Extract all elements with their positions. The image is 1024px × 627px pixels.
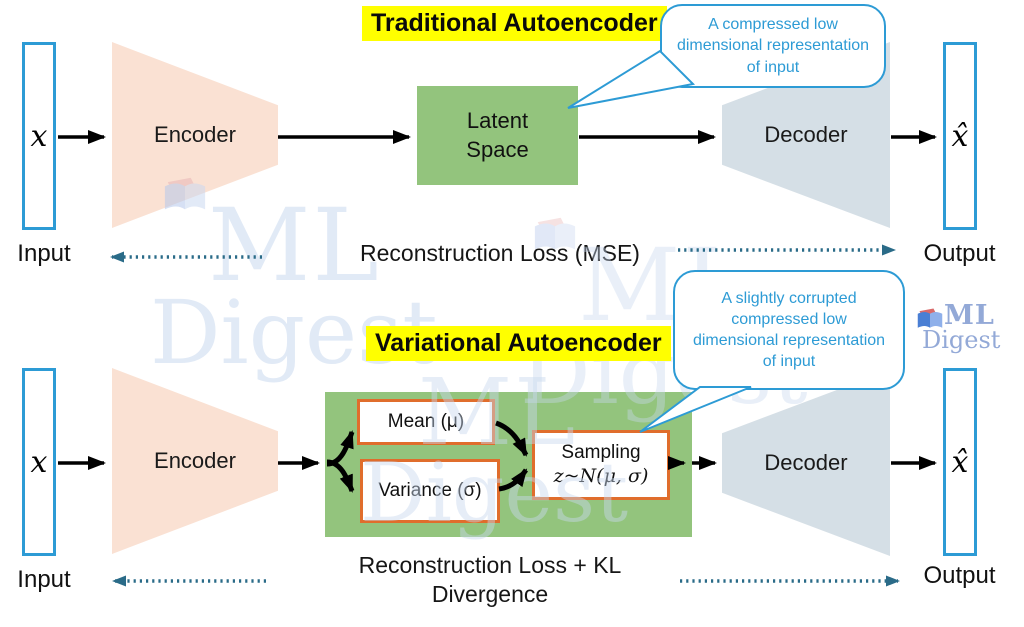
output-symbol: x̂ bbox=[951, 444, 969, 480]
input-symbol: x bbox=[30, 444, 48, 480]
decoder-shape: Decoder bbox=[722, 370, 890, 556]
mean-box: Mean (μ) bbox=[357, 399, 495, 445]
output-symbol: x̂ bbox=[951, 118, 969, 154]
section-title-traditional: Traditional Autoencoder bbox=[362, 6, 667, 41]
decoder-label: Decoder bbox=[764, 122, 848, 147]
reconstruction-loss-label: Reconstruction Loss (MSE) bbox=[360, 240, 640, 266]
encoder-label: Encoder bbox=[154, 448, 236, 473]
book-icon bbox=[917, 308, 943, 328]
output-label: Output bbox=[923, 562, 996, 589]
sampling-formula: z~N(μ, σ) bbox=[553, 465, 649, 487]
ml-digest-logo: ML Digest bbox=[916, 300, 1000, 354]
input-vector-box: x bbox=[22, 368, 56, 556]
callout-sampling: A slightly corrupted compressed low dime… bbox=[673, 270, 905, 390]
callout-latent-space: A compressed low dimensional representat… bbox=[660, 4, 886, 88]
callout-text: A compressed low dimensional representat… bbox=[676, 16, 870, 76]
input-label: Input bbox=[17, 240, 71, 267]
latent-space-label: Latent Space bbox=[466, 107, 529, 162]
mean-label: Mean (μ) bbox=[387, 411, 465, 432]
input-symbol: x bbox=[30, 118, 48, 154]
sampling-label: Sampling bbox=[561, 442, 641, 464]
output-label: Output bbox=[923, 240, 996, 267]
output-vector-box: x̂ bbox=[943, 42, 977, 230]
reconstruction-kl-loss-label: Reconstruction Loss + KL Divergence bbox=[358, 552, 622, 607]
section-title-variational: Variational Autoencoder bbox=[366, 326, 671, 361]
encoder-shape: Encoder bbox=[112, 368, 278, 554]
title-text: Traditional Autoencoder bbox=[362, 6, 667, 41]
latent-space-box: Latent Space bbox=[417, 86, 578, 185]
callout-text: A slightly corrupted compressed low dime… bbox=[692, 289, 886, 371]
encoder-label: Encoder bbox=[154, 122, 236, 147]
logo-ml-text: ML bbox=[944, 300, 995, 331]
input-vector-box: x bbox=[22, 42, 56, 230]
title-text: Variational Autoencoder bbox=[366, 326, 671, 361]
input-label: Input bbox=[17, 566, 71, 593]
variance-label: Variance (σ) bbox=[378, 480, 482, 501]
decoder-label: Decoder bbox=[764, 450, 848, 475]
sampling-box: Sampling z~N(μ, σ) bbox=[532, 430, 670, 500]
output-vector-box: x̂ bbox=[943, 368, 977, 556]
variance-box: Variance (σ) bbox=[360, 459, 500, 523]
encoder-shape: Encoder bbox=[112, 42, 278, 228]
logo-digest-text: Digest bbox=[922, 326, 1001, 354]
